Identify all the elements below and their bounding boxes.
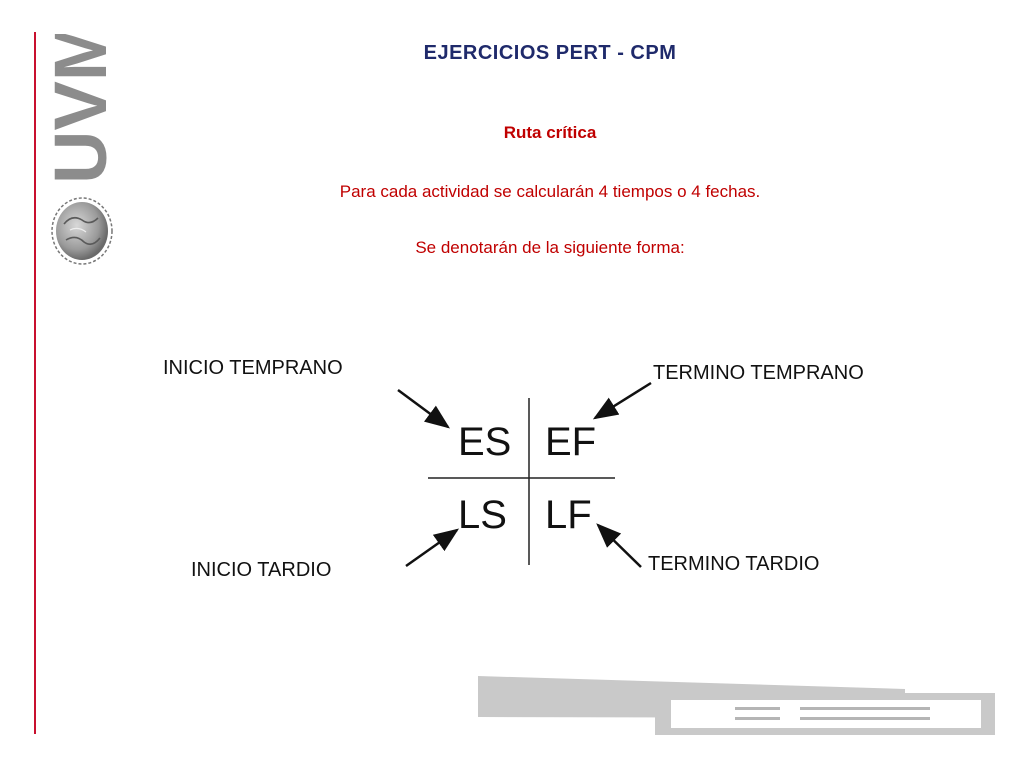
description-line-1: Para cada actividad se calcularán 4 tiem… bbox=[339, 182, 761, 201]
label-inicio-tardio: INICIO TARDIO bbox=[191, 559, 332, 581]
label-termino-temprano: TERMINO TEMPRANO bbox=[653, 362, 864, 384]
section-subtitle: Ruta crítica bbox=[503, 123, 597, 142]
arrow-ls bbox=[405, 528, 460, 568]
arrow-es bbox=[397, 388, 451, 429]
cell-ef: EF bbox=[545, 420, 597, 464]
svg-text:UVM: UVM bbox=[39, 34, 118, 184]
label-inicio-temprano: INICIO TEMPRANO bbox=[163, 357, 343, 379]
footer-decoration bbox=[478, 676, 995, 735]
globe-icon bbox=[51, 197, 113, 265]
cell-ls: LS bbox=[458, 493, 507, 537]
label-termino-tardio: TERMINO TARDIO bbox=[648, 553, 820, 575]
cell-lf: LF bbox=[545, 493, 592, 537]
cell-es: ES bbox=[458, 420, 512, 464]
arrow-ef bbox=[592, 381, 652, 420]
description-line-2: Se denotarán de la siguiente forma: bbox=[415, 238, 685, 257]
uvm-logo: UVM bbox=[39, 34, 118, 184]
page-title: EJERCICIOS PERT - CPM bbox=[423, 42, 677, 64]
arrow-lf bbox=[596, 523, 642, 568]
left-accent-line bbox=[34, 32, 36, 734]
